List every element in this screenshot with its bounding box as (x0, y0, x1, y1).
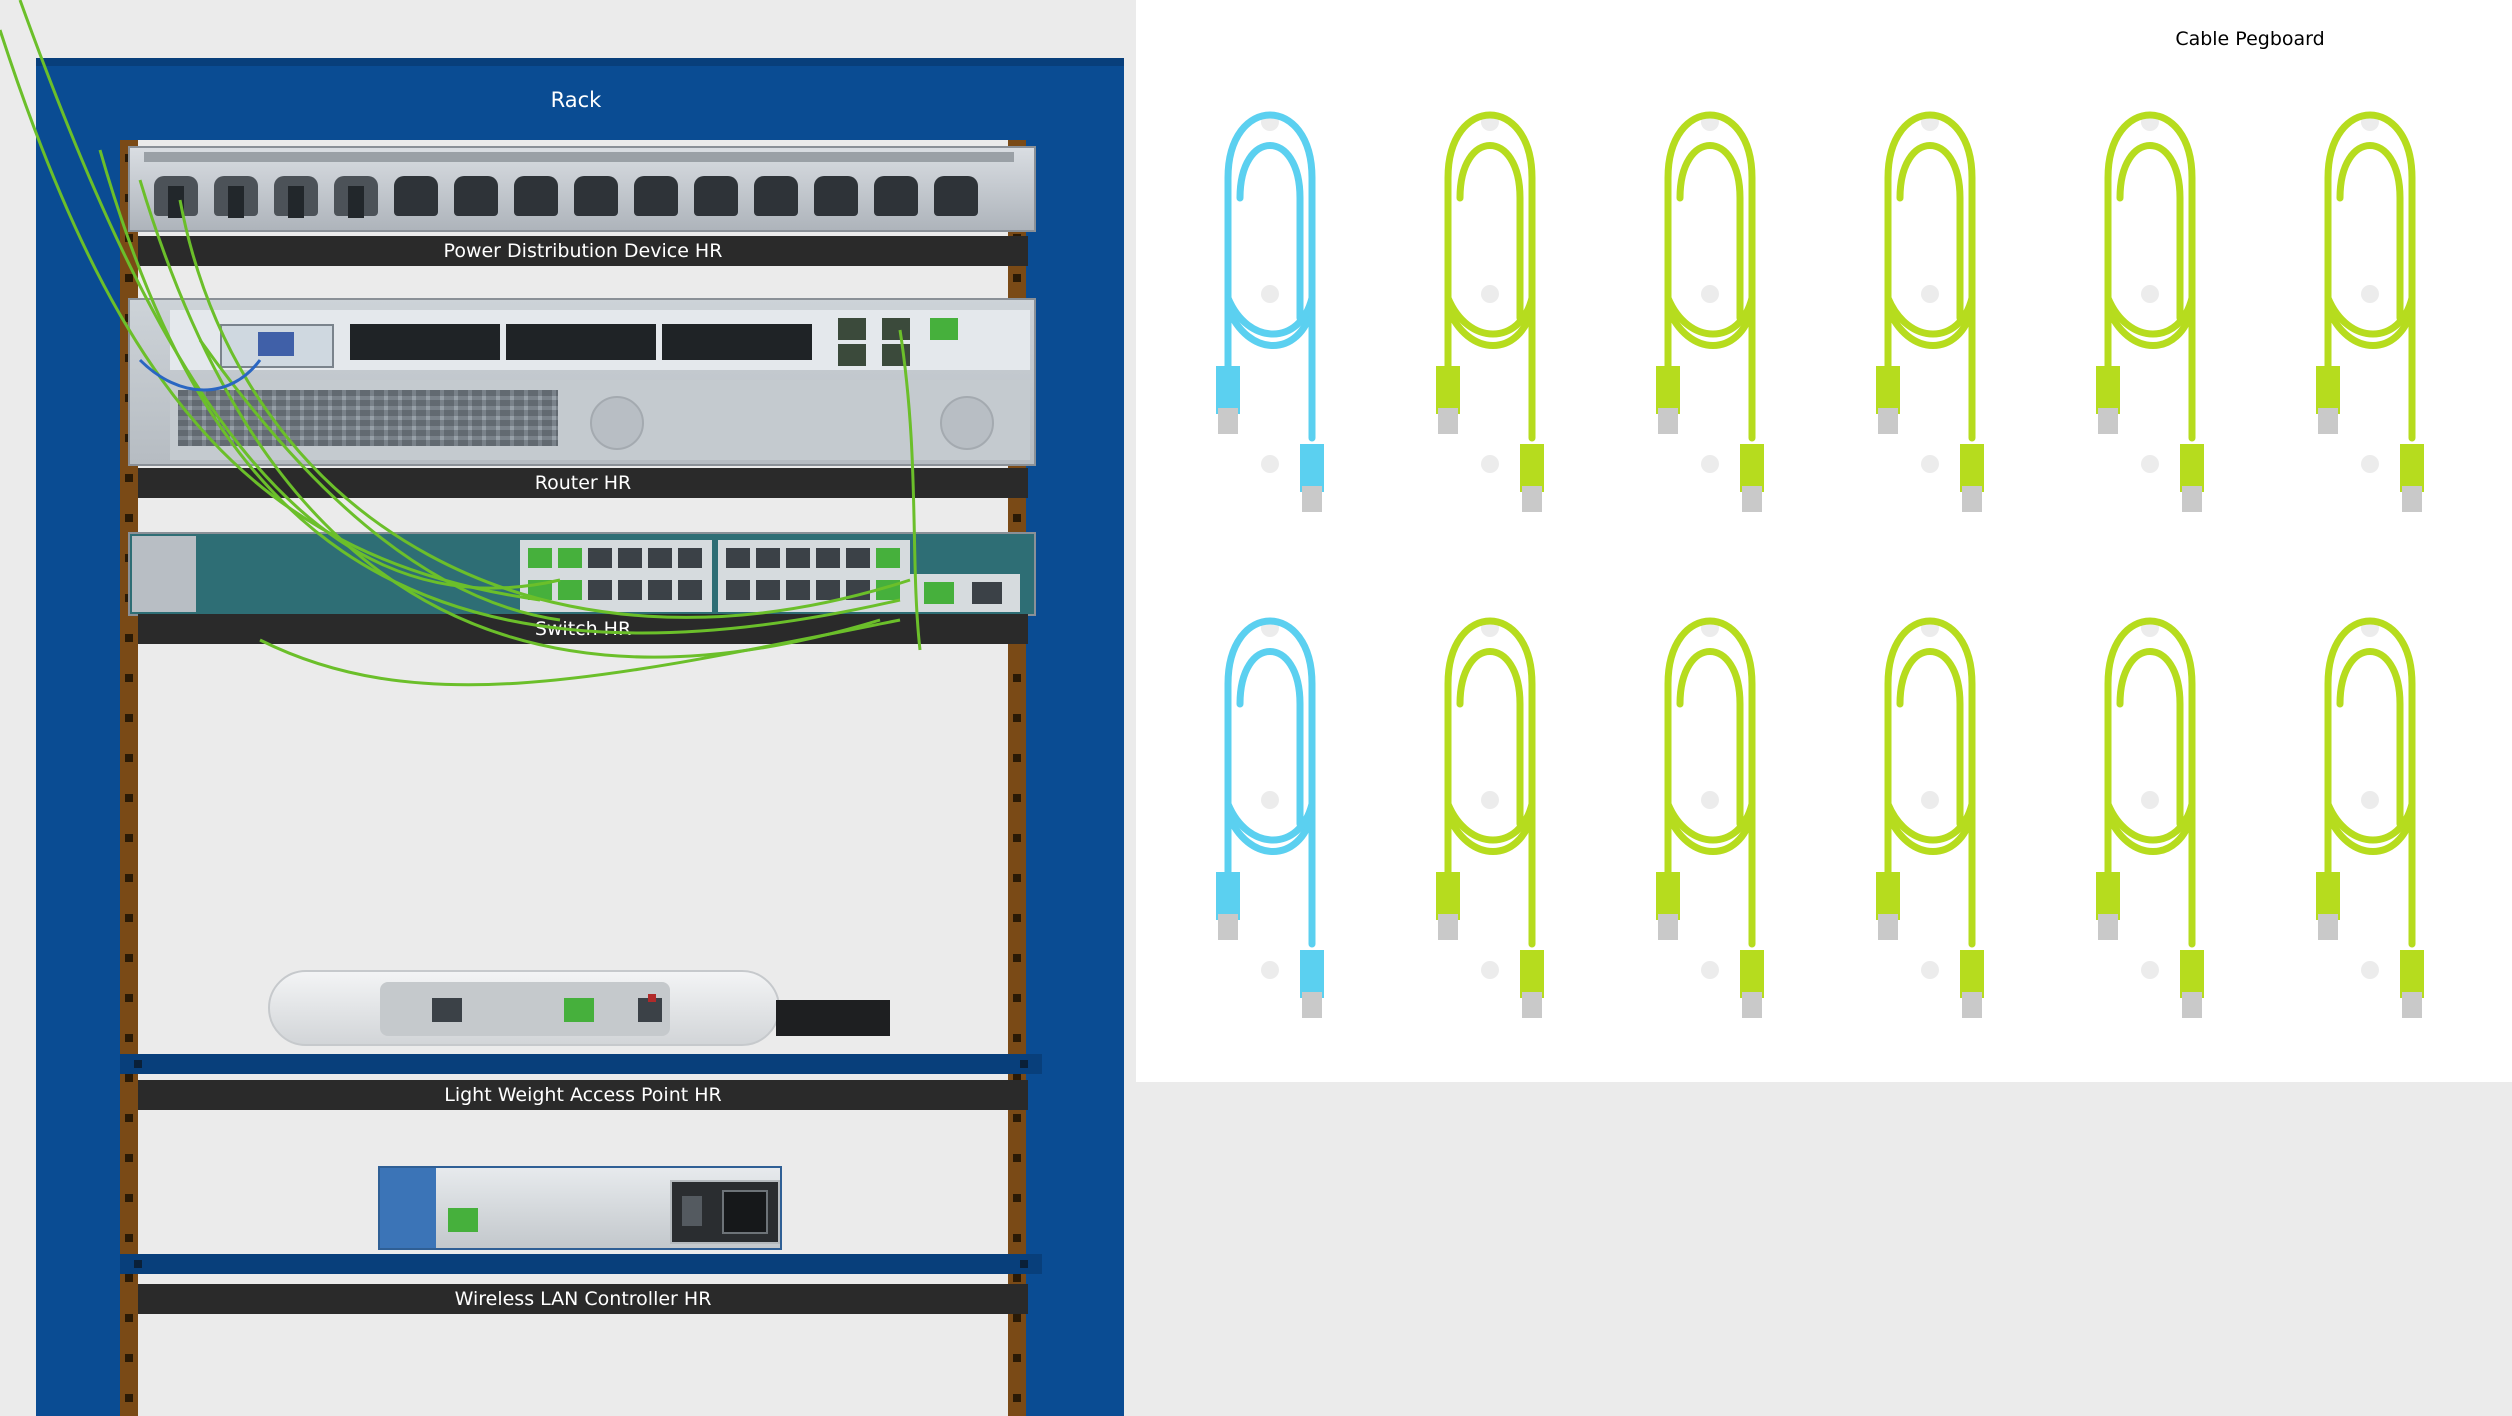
router-expansion-slot[interactable] (506, 324, 656, 360)
wlc-label: Wireless LAN Controller HR (138, 1284, 1028, 1314)
router-expansion-slot[interactable] (662, 324, 812, 360)
green-patch-cable[interactable] (2300, 614, 2440, 1046)
switch-port[interactable] (678, 548, 702, 568)
router-fan (590, 396, 644, 450)
access-point-led (648, 994, 656, 1002)
switch-port[interactable] (726, 548, 750, 568)
switch-port[interactable] (876, 548, 900, 568)
router-expansion-slot[interactable] (350, 324, 500, 360)
switch-port[interactable] (618, 580, 642, 600)
switch-port[interactable] (558, 548, 582, 568)
switch-port[interactable] (816, 580, 840, 600)
switch-port[interactable] (756, 580, 780, 600)
power-distribution-device[interactable] (128, 146, 1036, 232)
green-patch-cable[interactable] (2080, 108, 2220, 540)
switch-port[interactable] (816, 548, 840, 568)
switch-port[interactable] (846, 548, 870, 568)
pdu-label: Power Distribution Device HR (138, 236, 1028, 266)
switch-uplink-ports (910, 574, 1020, 612)
switch-port-bank (520, 540, 712, 612)
switch-port[interactable] (558, 580, 582, 600)
green-patch-cable[interactable] (2300, 108, 2440, 540)
switch-port[interactable] (588, 548, 612, 568)
router-label: Router HR (138, 468, 1028, 498)
pegboard-grid (1200, 108, 2456, 1048)
switch-port[interactable] (648, 580, 672, 600)
wlc-ethernet-port[interactable] (448, 1208, 478, 1232)
switch-port[interactable] (588, 580, 612, 600)
pdu-outlet[interactable] (214, 176, 258, 218)
router-slot-row (170, 310, 1030, 370)
router-serial-module[interactable] (220, 324, 334, 368)
pegboard-title: Cable Pegboard (2175, 28, 2325, 50)
router-port[interactable] (838, 344, 866, 366)
router-port[interactable] (882, 344, 910, 366)
green-patch-cable[interactable] (1860, 108, 2000, 540)
switch-port[interactable] (618, 548, 642, 568)
blue-patch-cable[interactable] (1200, 108, 1340, 540)
blue-patch-cable[interactable] (1200, 614, 1340, 1046)
switch-port[interactable] (786, 580, 810, 600)
pdu-outlet[interactable] (514, 176, 558, 216)
rack-shelf (120, 1254, 1042, 1274)
pdu-outlet[interactable] (574, 176, 618, 216)
access-point-power-cable (776, 1000, 890, 1036)
wlc-power-switch[interactable] (682, 1196, 702, 1226)
pdu-outlet[interactable] (814, 176, 858, 216)
pdu-outlet[interactable] (154, 176, 198, 218)
access-point-port-panel (380, 982, 670, 1036)
switch-uplink-port[interactable] (972, 582, 1002, 604)
router-port-connected[interactable] (930, 318, 958, 340)
router-chassis-lower (170, 380, 1030, 460)
switch-power-module (132, 536, 196, 612)
switch-label: Switch HR (138, 614, 1028, 644)
switch-port[interactable] (648, 548, 672, 568)
switch-uplink-port[interactable] (924, 582, 954, 604)
green-patch-cable[interactable] (2080, 614, 2220, 1046)
green-patch-cable[interactable] (1420, 614, 1560, 1046)
router-port[interactable] (838, 318, 866, 340)
switch-port[interactable] (726, 580, 750, 600)
rack-title: Rack (550, 88, 602, 112)
access-point-device[interactable] (268, 970, 780, 1046)
router-serial-port[interactable] (258, 332, 294, 356)
pdu-outlet[interactable] (934, 176, 978, 216)
pdu-outlet[interactable] (454, 176, 498, 216)
cable-pegboard (1136, 0, 2512, 1082)
green-patch-cable[interactable] (1640, 614, 1780, 1046)
pdu-label-strip (144, 152, 1014, 162)
pdu-outlet[interactable] (274, 176, 318, 218)
pdu-outlet[interactable] (634, 176, 678, 216)
wireless-lan-controller-device[interactable] (378, 1166, 782, 1250)
router-vent (178, 390, 558, 446)
green-patch-cable[interactable] (1860, 614, 2000, 1046)
switch-port[interactable] (786, 548, 810, 568)
switch-port[interactable] (678, 580, 702, 600)
access-point-power-port[interactable] (638, 998, 662, 1022)
wlc-power-socket[interactable] (722, 1190, 768, 1234)
wlc-power-module (670, 1180, 780, 1244)
access-point-label: Light Weight Access Point HR (138, 1080, 1028, 1110)
access-point-ethernet-port[interactable] (564, 998, 594, 1022)
switch-port[interactable] (528, 580, 552, 600)
switch-port[interactable] (876, 580, 900, 600)
green-patch-cable[interactable] (1640, 108, 1780, 540)
pdu-outlet[interactable] (694, 176, 738, 216)
switch-port[interactable] (846, 580, 870, 600)
switch-port[interactable] (528, 548, 552, 568)
router-device[interactable] (128, 298, 1036, 466)
green-patch-cable[interactable] (1420, 108, 1560, 540)
router-port[interactable] (882, 318, 910, 340)
pdu-outlet[interactable] (394, 176, 438, 216)
switch-port[interactable] (756, 548, 780, 568)
switch-device[interactable] (128, 532, 1036, 616)
router-fan (940, 396, 994, 450)
switch-port-bank (718, 540, 910, 612)
access-point-console-port[interactable] (432, 998, 462, 1022)
pdu-outlet[interactable] (874, 176, 918, 216)
pdu-outlet[interactable] (334, 176, 378, 218)
pdu-outlet[interactable] (754, 176, 798, 216)
rack-shelf (120, 1054, 1042, 1074)
wlc-faceplate (380, 1168, 436, 1248)
